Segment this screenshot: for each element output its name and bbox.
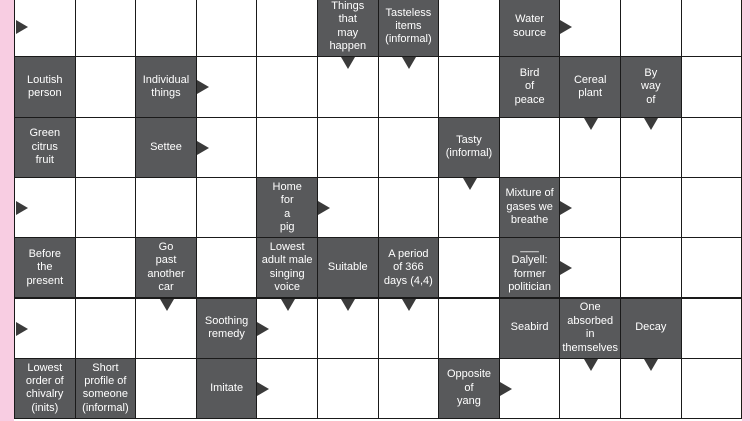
answer-cell[interactable] xyxy=(74,297,137,359)
answer-cell[interactable] xyxy=(680,297,742,359)
answer-cell[interactable] xyxy=(195,237,258,299)
clue-cell: Go past another car xyxy=(135,237,197,299)
clue-cell: Bird of peace xyxy=(498,56,561,118)
answer-cell[interactable] xyxy=(438,56,500,118)
answer-cell[interactable] xyxy=(680,116,742,178)
answer-cell[interactable] xyxy=(680,176,742,239)
arrow-right-icon xyxy=(196,140,209,155)
answer-cell[interactable] xyxy=(377,116,440,178)
arrow-right-icon xyxy=(196,80,209,95)
arrow-right-icon xyxy=(560,20,573,35)
clue-cell: Tasty (informal) xyxy=(438,116,500,178)
arrow-down-icon xyxy=(280,298,295,311)
answer-cell[interactable] xyxy=(317,116,379,178)
arrow-right-icon xyxy=(16,201,28,216)
answer-cell[interactable] xyxy=(74,116,137,178)
answer-cell[interactable] xyxy=(680,237,742,299)
clue-cell: Things that may happen xyxy=(317,0,379,58)
clue-cell: Lowest adult male singing voice xyxy=(256,237,318,299)
arrow-right-icon xyxy=(16,321,28,336)
answer-cell[interactable] xyxy=(135,176,197,239)
clue-cell: Lowest order of chivalry (inits) xyxy=(14,357,76,420)
answer-cell[interactable] xyxy=(620,0,682,58)
arrow-down-icon xyxy=(401,57,416,70)
answer-cell[interactable] xyxy=(438,0,500,58)
arrow-right-icon xyxy=(257,381,270,396)
answer-cell[interactable] xyxy=(195,176,258,239)
answer-cell[interactable] xyxy=(317,357,379,420)
arrow-down-icon xyxy=(159,298,174,311)
arrow-down-icon xyxy=(644,358,659,371)
arrow-right-icon xyxy=(16,20,28,35)
arrow-right-icon xyxy=(560,261,573,276)
clue-cell: By way of xyxy=(620,56,682,118)
answer-cell[interactable] xyxy=(680,56,742,118)
clue-cell: One absorbed in themselves xyxy=(559,297,621,359)
answer-cell[interactable] xyxy=(680,357,742,420)
clue-cell: ___ Dalyell: former politician xyxy=(498,237,561,299)
arrow-down-icon xyxy=(401,298,416,311)
arrow-down-icon xyxy=(341,57,356,70)
clue-cell: Imitate xyxy=(195,357,258,420)
clue-cell: Opposite of yang xyxy=(438,357,500,420)
answer-cell[interactable] xyxy=(377,176,440,239)
clue-cell: Before the present xyxy=(14,237,76,299)
clue-cell: Cereal plant xyxy=(559,56,621,118)
arrow-down-icon xyxy=(583,358,598,371)
clue-cell: Individual things xyxy=(135,56,197,118)
arrow-right-icon xyxy=(318,201,330,216)
answer-cell[interactable] xyxy=(195,0,258,58)
clue-cell: Mixture of gases we breathe xyxy=(498,176,561,239)
arrow-down-icon xyxy=(462,177,477,190)
answer-cell[interactable] xyxy=(135,0,197,58)
answer-cell[interactable] xyxy=(377,357,440,420)
answer-cell[interactable] xyxy=(74,237,137,299)
answer-cell[interactable] xyxy=(256,116,318,178)
answer-cell[interactable] xyxy=(74,56,137,118)
answer-cell[interactable] xyxy=(680,0,742,58)
answer-cell[interactable] xyxy=(438,237,500,299)
clue-cell: Suitable xyxy=(317,237,379,299)
answer-cell[interactable] xyxy=(135,357,197,420)
answer-cell[interactable] xyxy=(256,56,318,118)
clue-cell: A period of 366 days (4,4) xyxy=(377,237,440,299)
answer-cell[interactable] xyxy=(438,297,500,359)
arrow-right-icon xyxy=(257,321,270,336)
answer-cell[interactable] xyxy=(74,176,137,239)
answer-cell[interactable] xyxy=(620,176,682,239)
clue-cell: Short profile of someone (informal) xyxy=(74,357,137,420)
clue-cell: Settee xyxy=(135,116,197,178)
answer-cell[interactable] xyxy=(498,116,561,178)
answer-cell[interactable] xyxy=(74,0,137,58)
answer-cell[interactable] xyxy=(256,0,318,58)
clue-cell: Loutish person xyxy=(14,56,76,118)
answer-cell[interactable] xyxy=(620,237,682,299)
clue-cell: Soothing remedy xyxy=(195,297,258,359)
clue-cell: Decay xyxy=(620,297,682,359)
clue-cell: Seabird xyxy=(498,297,561,359)
arrow-right-icon xyxy=(560,201,573,216)
clue-cell: Water source xyxy=(498,0,561,58)
arrow-down-icon xyxy=(644,117,659,130)
clue-cell: Tasteless items (informal) xyxy=(377,0,440,58)
arrow-right-icon xyxy=(499,381,512,396)
clue-cell: Green citrus fruit xyxy=(14,116,76,178)
arrow-down-icon xyxy=(583,117,598,130)
clue-cell: Home for a pig xyxy=(256,176,318,239)
arrow-down-icon xyxy=(341,298,356,311)
